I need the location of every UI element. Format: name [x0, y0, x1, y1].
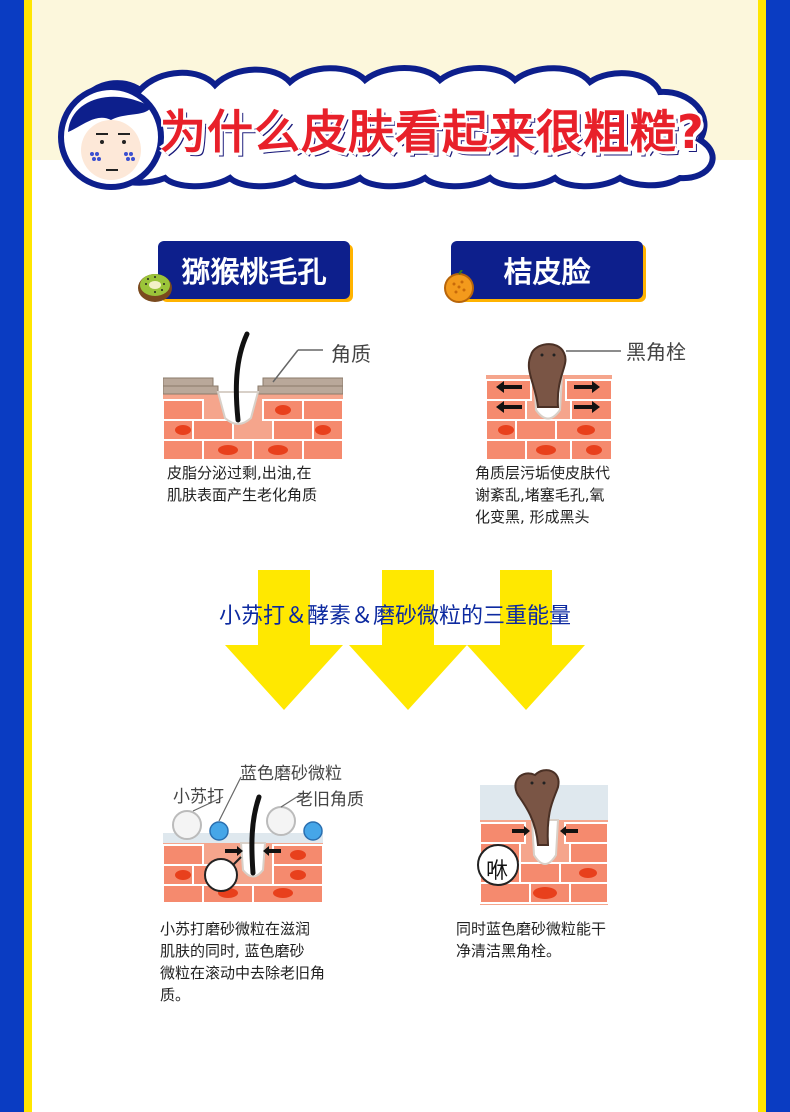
problem-label-kiwi-pores: 猕猴桃毛孔 [158, 241, 350, 299]
problem-description-orange-peel: 角质层污垢使皮肤代 谢紊乱,堵塞毛孔,氧 化变黑, 形成黑头 [475, 464, 611, 526]
arrow-down-icon [225, 570, 343, 710]
orange-icon [444, 270, 474, 303]
page-title: 为什么皮肤看起来很粗糙? [160, 105, 705, 159]
annotation-blackhead-plug: 黑角栓 [626, 340, 686, 364]
solution-description-scrub: 小苏打磨砂微粒在滋润 肌肤的同时, 蓝色磨砂 微粒在滚动中去除老旧角 质。 [160, 920, 326, 1004]
problem-label-text: 桔皮脸 [503, 255, 591, 289]
right-border [758, 0, 790, 1112]
triple-energy-caption: 小苏打＆酵素＆磨砂微粒的三重能量 [218, 604, 571, 629]
arrow-down-icon [349, 570, 467, 710]
annotation-old-keratin: 老旧角质 [296, 790, 364, 810]
kiwi-icon [138, 274, 172, 302]
solution-description-cleanse: 同时蓝色磨砂微粒能干 净清洁黑角栓。 [456, 920, 607, 960]
annotation-keratin: 角质 [331, 342, 371, 366]
arrow-down-icon [467, 570, 585, 710]
left-border [0, 0, 32, 1112]
annotation-baking-soda: 小苏打 [173, 787, 224, 807]
skin-diagram-scrub-particles [163, 776, 324, 904]
header-cloud [59, 65, 716, 190]
problem-label-text: 猕猴桃毛孔 [181, 255, 327, 289]
skin-diagram-blackhead-plug [486, 343, 621, 460]
annotation-blue-scrub: 蓝色磨砂微粒 [240, 764, 342, 784]
skin-diagram-plug-removed [477, 769, 609, 905]
downward-arrows [225, 570, 585, 710]
whoosh-bubble-text: 咻 [486, 859, 509, 884]
problem-description-kiwi: 皮脂分泌过剩,出油,在 肌肤表面产生老化角质 [167, 464, 318, 504]
skin-diagram-pore-keratin [163, 331, 343, 460]
problem-label-orange-peel: 桔皮脸 [451, 241, 643, 299]
mascot-face-icon [58, 84, 164, 190]
